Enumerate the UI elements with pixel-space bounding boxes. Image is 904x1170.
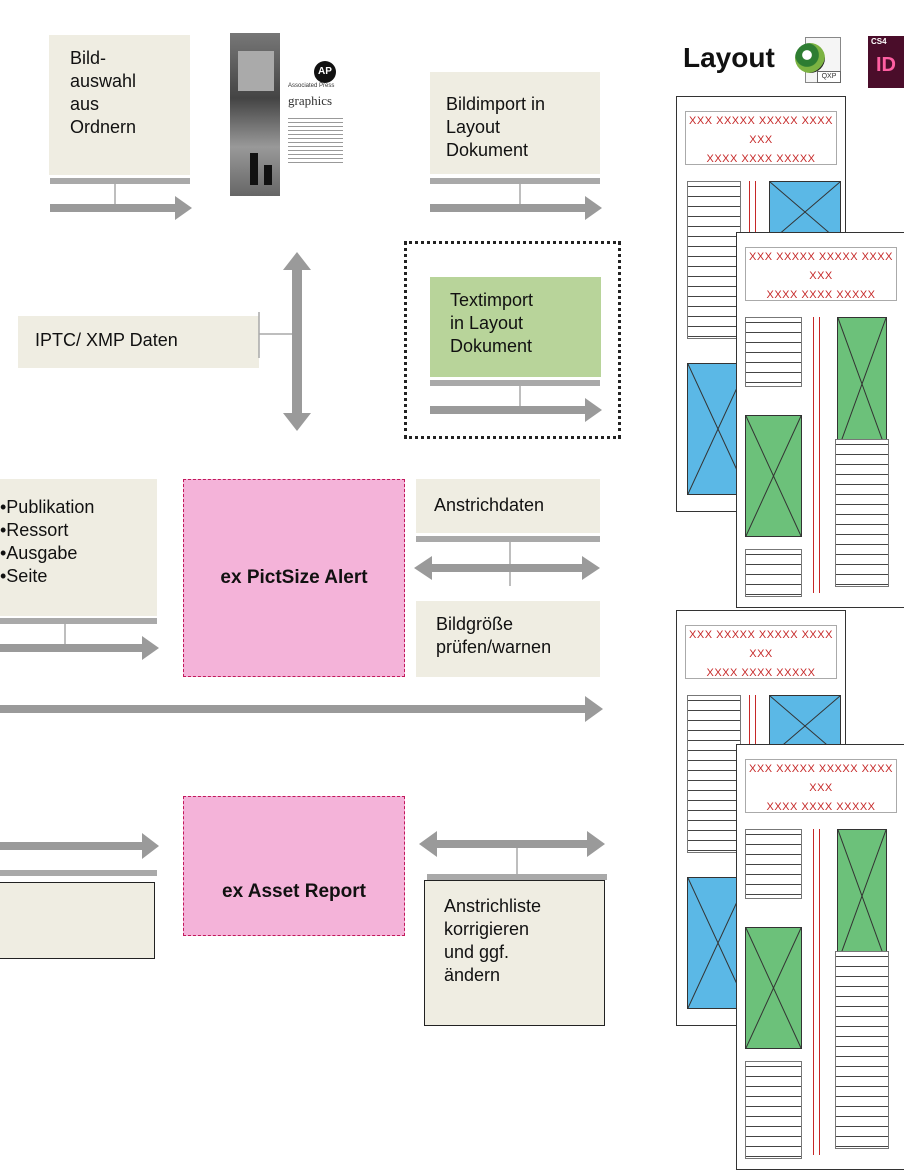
page-headline-line2: XXXX XXXX XXXXX xyxy=(706,153,816,165)
pictsize-alert-label: ex PictSize Alert xyxy=(220,567,368,588)
page-headline: XXX XXXXX XXXXX XXXX XXX XXXX XXXX XXXXX xyxy=(745,759,897,813)
page-headline-line1: XXX XXXXX XXXXX XXXX XXX xyxy=(749,251,893,282)
iptc-label: IPTC/ XMP Daten xyxy=(35,330,178,350)
text-column xyxy=(745,317,802,387)
page-headline-line2: XXXX XXXX XXXXX xyxy=(766,801,876,813)
page-headline-line1: XXX XXXXX XXXXX XXXX XXX xyxy=(689,115,833,146)
text-column xyxy=(835,951,889,1149)
asset-report-label: ex Asset Report xyxy=(222,881,366,902)
bildgroesse-label: Bildgröße prüfen/warnen xyxy=(436,614,552,657)
text-column xyxy=(745,1061,802,1159)
text-column xyxy=(745,829,802,899)
publikation-label: •Publikation •Ressort •Ausgabe •Seite xyxy=(0,497,95,586)
ap-caption: Associated Press xyxy=(288,83,335,89)
bildgroesse-box: Bildgröße prüfen/warnen xyxy=(416,601,600,677)
ap-logo: AP xyxy=(314,61,336,83)
ap-graphic-image: AP Associated Press graphics xyxy=(228,33,351,198)
text-column xyxy=(745,549,802,597)
layout-page-preview: XXX XXXXX XXXXX XXXX XXX XXXX XXXX XXXXX xyxy=(736,232,904,608)
anstrichliste-arrow xyxy=(419,831,607,880)
image-placeholder xyxy=(837,829,887,963)
bildimport-arrow xyxy=(430,178,602,220)
page-headline-line1: XXX XXXXX XXXXX XXXX XXX xyxy=(749,763,893,794)
page-headline: XXX XXXXX XXXXX XXXX XXX XXXX XXXX XXXXX xyxy=(685,111,837,165)
anstrichliste-box: Anstrichliste korrigieren und ggf. änder… xyxy=(424,880,605,1026)
indesign-cs4-icon: CS4 ID xyxy=(868,36,904,88)
page-headline-line2: XXXX XXXX XXXXX xyxy=(766,289,876,301)
image-placeholder xyxy=(745,415,802,537)
page-headline: XXX XXXXX XXXXX XXXX XXX XXXX XXXX XXXXX xyxy=(745,247,897,301)
anstrichdaten-box: Anstrichdaten xyxy=(416,479,600,533)
page-headline: XXX XXXXX XXXXX XXXX XXX XXXX XXXX XXXXX xyxy=(685,625,837,679)
iptc-box: IPTC/ XMP Daten xyxy=(18,316,259,368)
textimport-arrow xyxy=(430,380,602,422)
anstrichdaten-arrow xyxy=(414,536,600,586)
asset-report-module: ex Asset Report xyxy=(183,796,405,936)
iptc-arrow xyxy=(258,252,311,431)
layout-page-preview: XXX XXXXX XXXXX XXXX XXX XXXX XXXX XXXXX xyxy=(736,744,904,1170)
text-column xyxy=(687,695,741,853)
asset-input-arrow xyxy=(0,833,159,876)
anstrichliste-label: Anstrichliste korrigieren und ggf. änder… xyxy=(444,896,542,985)
pictsize-alert-module: ex PictSize Alert xyxy=(183,479,405,677)
anstrichdaten-label: Anstrichdaten xyxy=(434,495,545,515)
bildauswahl-box: Bild- auswahl aus Ordnern xyxy=(49,35,190,175)
text-column xyxy=(835,439,889,587)
publikation-arrow xyxy=(0,618,159,660)
asset-source-box xyxy=(0,882,155,959)
bildauswahl-label: Bild- auswahl aus Ordnern xyxy=(70,48,137,137)
page-headline-line2: XXXX XXXX XXXXX xyxy=(706,667,816,679)
page-headline-line1: XXX XXXXX XXXXX XXXX XXX xyxy=(689,629,833,660)
bildauswahl-arrow xyxy=(50,178,192,220)
image-placeholder xyxy=(837,317,887,451)
textimport-frame xyxy=(404,241,621,439)
image-placeholder xyxy=(745,927,802,1049)
bildimport-box: Bildimport in Layout Dokument xyxy=(430,72,600,174)
main-flow-arrow xyxy=(0,696,603,722)
bildimport-label: Bildimport in Layout Dokument xyxy=(446,94,546,160)
textimport-label: Textimport in Layout Dokument xyxy=(450,290,534,356)
publikation-box: •Publikation •Ressort •Ausgabe •Seite xyxy=(0,479,157,616)
textimport-box: Textimport in Layout Dokument xyxy=(430,277,601,377)
layout-title: Layout xyxy=(683,42,775,73)
quarkxpress-icon: QXP xyxy=(795,37,843,85)
text-column xyxy=(687,181,741,339)
ap-word: graphics xyxy=(288,93,333,108)
